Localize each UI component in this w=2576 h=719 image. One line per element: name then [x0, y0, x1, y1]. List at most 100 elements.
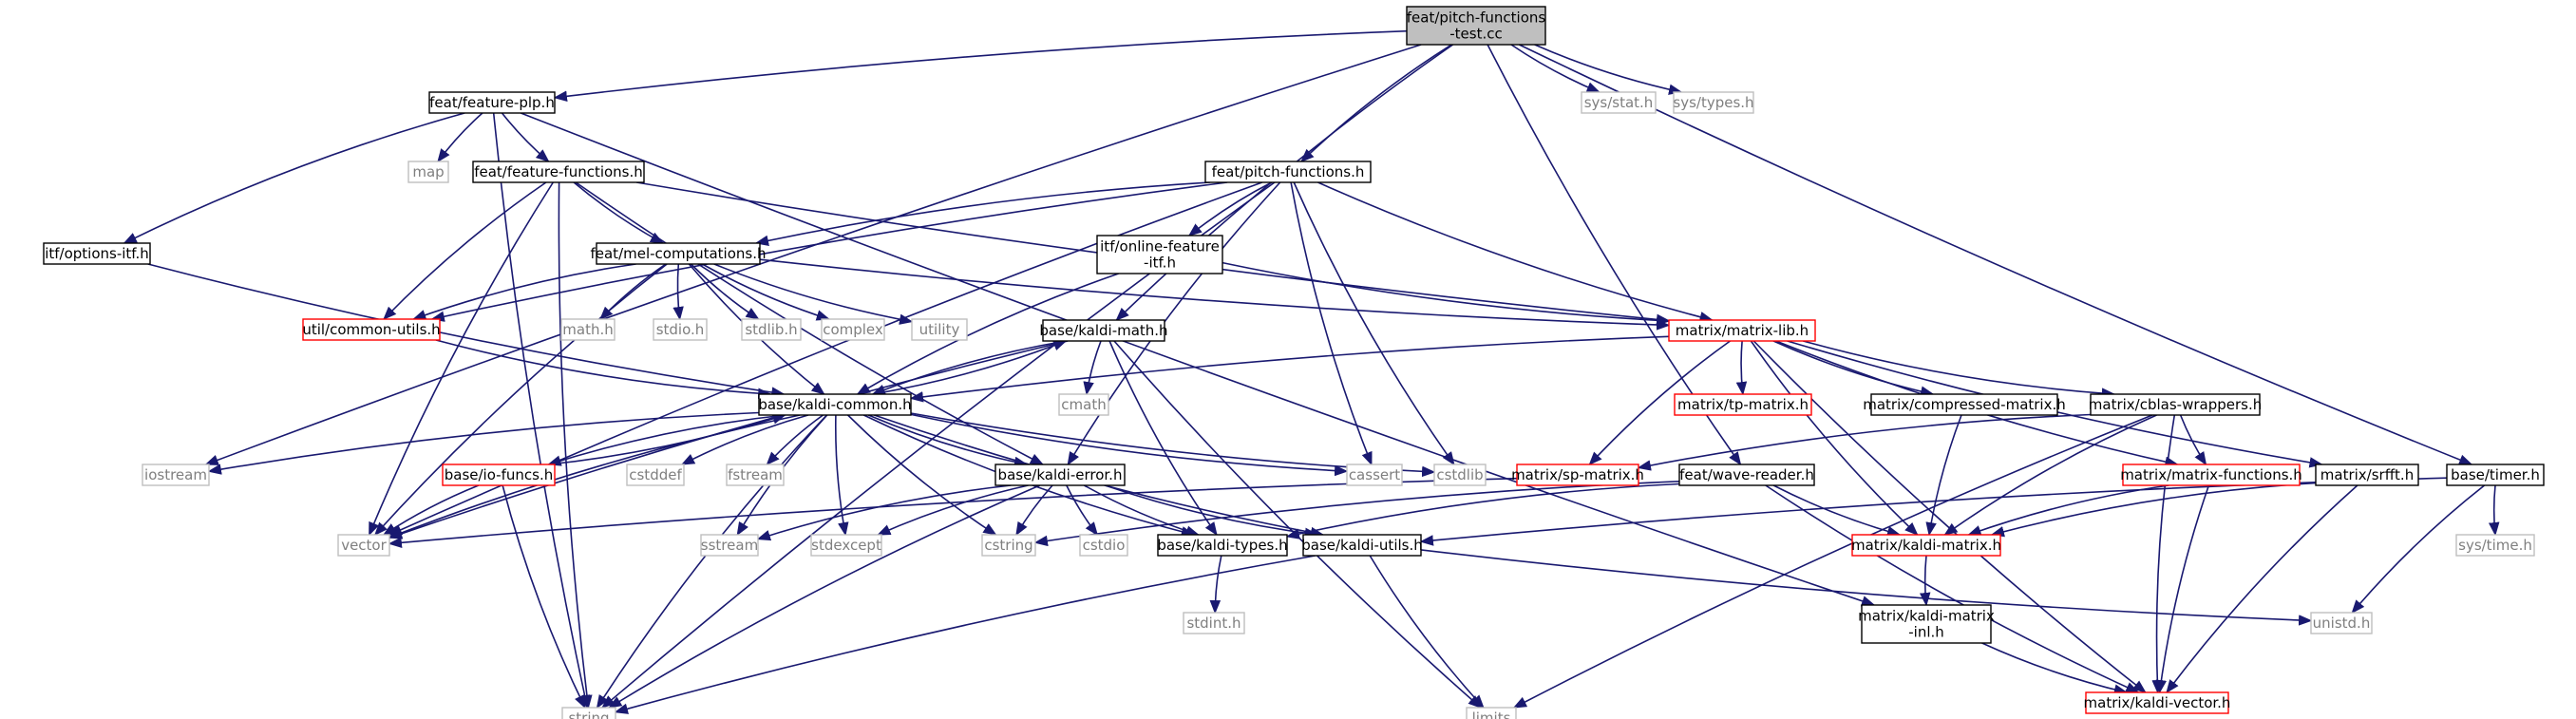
node-wave-reader[interactable]: feat/wave-reader.h	[1678, 464, 1815, 486]
node-stdio-h[interactable]: stdio.h	[653, 318, 708, 341]
node-stdexcept[interactable]: stdexcept	[810, 534, 882, 557]
edge-kaldi_common-to-cstring	[847, 414, 997, 536]
node-feature-functions[interactable]: feat/feature-functions.h	[472, 161, 645, 183]
node-kaldi-types[interactable]: base/kaldi-types.h	[1157, 534, 1288, 557]
edge-root-to-timer	[1519, 44, 2473, 465]
edge-root-to-feature_plp	[553, 29, 1408, 102]
node-sys-types[interactable]: sys/types.h	[1673, 91, 1754, 114]
node-map[interactable]: map	[407, 161, 449, 183]
node-timer[interactable]: base/timer.h	[2446, 464, 2545, 486]
node-kaldi-matrix[interactable]: matrix/kaldi-matrix.h	[1851, 534, 2001, 557]
node-label: utility	[919, 321, 960, 338]
edge-kaldi_common-to-io_funcs	[547, 414, 786, 466]
node-options-itf[interactable]: itf/options-itf.h	[43, 242, 151, 265]
node-stdlib-h[interactable]: stdlib.h	[741, 318, 802, 341]
node-box	[1079, 534, 1128, 557]
node-fstream[interactable]: fstream	[726, 464, 785, 486]
node-box	[1302, 534, 1422, 557]
node-label: base/kaldi-common.h	[758, 396, 911, 413]
node-matrix-lib[interactable]: matrix/matrix-lib.h	[1668, 319, 1816, 342]
edge-cblas_wrappers-to-matrix_functions	[2179, 414, 2207, 466]
node-stdint[interactable]: stdint.h	[1183, 612, 1245, 634]
node-box	[1673, 91, 1754, 114]
edge-feature_functions-to-kaldi_error	[575, 181, 1045, 465]
node-box	[1581, 91, 1657, 114]
edge-kaldi_error-to-stdexcept	[877, 484, 1029, 536]
node-box	[994, 464, 1126, 486]
node-srfft[interactable]: matrix/srfft.h	[2315, 464, 2419, 486]
edge-kaldi_common-to-stdexcept	[834, 414, 849, 537]
node-kaldi-matrix-inl[interactable]: matrix/kaldi-matrix-inl.h	[1858, 604, 1995, 644]
node-complex[interactable]: complex	[821, 318, 885, 341]
edge-cblas_wrappers-to-kaldi_matrix	[1943, 414, 2157, 536]
node-box	[1204, 161, 1372, 183]
node-box	[758, 393, 912, 416]
node-label: itf/options-itf.h	[45, 245, 149, 262]
node-limits[interactable]: limits	[1466, 707, 1517, 719]
node-label: util/common-utils.h	[302, 321, 440, 338]
edge-mel-to-vector	[373, 263, 668, 537]
node-iostream[interactable]: iostream	[142, 464, 210, 486]
node-box	[2090, 393, 2261, 416]
node-label: cstdlib	[1436, 466, 1483, 483]
edge-pitch_functions-to-cassert	[1290, 181, 1373, 466]
node-label: vector	[341, 537, 387, 554]
node-io-funcs[interactable]: base/io-funcs.h	[442, 464, 556, 486]
node-cmath[interactable]: cmath	[1058, 393, 1109, 416]
node-unistd[interactable]: unistd.h	[2310, 612, 2373, 634]
node-label: base/kaldi-error.h	[998, 466, 1123, 483]
node-math-h[interactable]: math.h	[560, 318, 616, 341]
node-sys-time[interactable]: sys/time.h	[2455, 534, 2535, 557]
node-feature-plp[interactable]: feat/feature-plp.h	[428, 91, 556, 114]
node-tp-matrix[interactable]: matrix/tp-matrix.h	[1674, 393, 1812, 416]
node-box	[821, 318, 885, 341]
node-label: feat/mel-computations.h	[590, 245, 766, 262]
edge-mel-to-complex	[701, 263, 831, 321]
node-matrix-functions[interactable]: matrix/matrix-functions.h	[2120, 464, 2302, 486]
node-cassert[interactable]: cassert	[1346, 464, 1403, 486]
node-box	[302, 318, 441, 341]
node-cstddef[interactable]: cstddef	[626, 464, 685, 486]
node-pitch-functions[interactable]: feat/pitch-functions.h	[1204, 161, 1372, 183]
node-label: base/timer.h	[2451, 466, 2540, 483]
edge-feature_plp-to-feature_functions	[501, 112, 550, 162]
node-utility[interactable]: utility	[911, 318, 968, 341]
node-cstring[interactable]: cstring	[981, 534, 1036, 557]
node-box	[2310, 612, 2373, 634]
node-string[interactable]: string	[561, 707, 616, 719]
node-label: string	[568, 710, 609, 719]
node-sp-matrix[interactable]: matrix/sp-matrix.h	[1511, 464, 1644, 486]
edge-matrix_functions-to-kaldi_vector	[2155, 484, 2210, 694]
node-mel[interactable]: feat/mel-computations.h	[590, 242, 767, 265]
node-kaldi-vector[interactable]: matrix/kaldi-vector.h	[2084, 691, 2231, 714]
node-kaldi-common[interactable]: base/kaldi-common.h	[758, 393, 912, 416]
node-kaldi-math[interactable]: base/kaldi-math.h	[1039, 319, 1168, 342]
node-box	[472, 161, 645, 183]
node-sys-stat[interactable]: sys/stat.h	[1581, 91, 1657, 114]
node-online-feature-itf[interactable]: itf/online-feature-itf.h	[1096, 235, 1223, 274]
node-root[interactable]: feat/pitch-functions-test.cc	[1406, 6, 1546, 46]
node-label: -test.cc	[1449, 26, 1502, 43]
node-box	[142, 464, 210, 486]
node-cstdio[interactable]: cstdio	[1079, 534, 1128, 557]
node-kaldi-error[interactable]: base/kaldi-error.h	[994, 464, 1126, 486]
edge-kaldi_types-to-stdint	[1209, 555, 1222, 615]
node-box	[560, 318, 616, 341]
edge-feature_plp-to-options_itf	[123, 112, 465, 244]
edge-kaldi_error-to-string	[608, 484, 1041, 709]
node-sstream[interactable]: sstream	[700, 534, 759, 557]
node-box	[981, 534, 1036, 557]
node-cstdlib[interactable]: cstdlib	[1433, 464, 1487, 486]
node-cblas-wrappers[interactable]: matrix/cblas-wrappers.h	[2089, 393, 2262, 416]
edge-cblas_wrappers-to-limits	[1512, 414, 2153, 709]
edge-matrix_lib-to-cblas_wrappers	[1803, 340, 2116, 399]
edge-mel-to-matrix_lib	[759, 258, 1671, 331]
edge-online_feature_itf-to-kaldi_common	[856, 273, 1119, 395]
node-vector[interactable]: vector	[337, 534, 390, 557]
edge-root-to-sys_types	[1534, 44, 1683, 95]
node-kaldi-utils[interactable]: base/kaldi-utils.h	[1301, 534, 1423, 557]
node-box	[2085, 691, 2229, 714]
node-common-utils[interactable]: util/common-utils.h	[302, 318, 441, 341]
node-compressed-matrix[interactable]: matrix/compressed-matrix.h	[1863, 393, 2066, 416]
node-label: base/kaldi-math.h	[1039, 322, 1167, 339]
